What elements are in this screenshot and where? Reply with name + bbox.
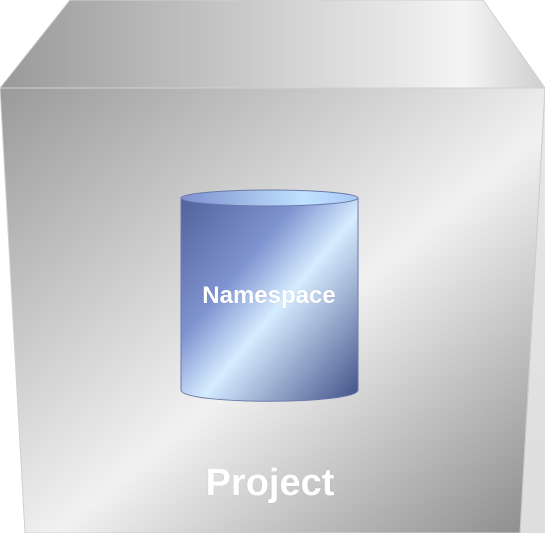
- project-label: Project: [205, 462, 335, 504]
- namespace-label: Namespace: [202, 282, 336, 309]
- cylinder-top: [180, 189, 359, 207]
- cube-right-edge: [520, 88, 545, 533]
- namespace-cylinder: [180, 189, 359, 402]
- cube-top-face: [0, 0, 545, 89]
